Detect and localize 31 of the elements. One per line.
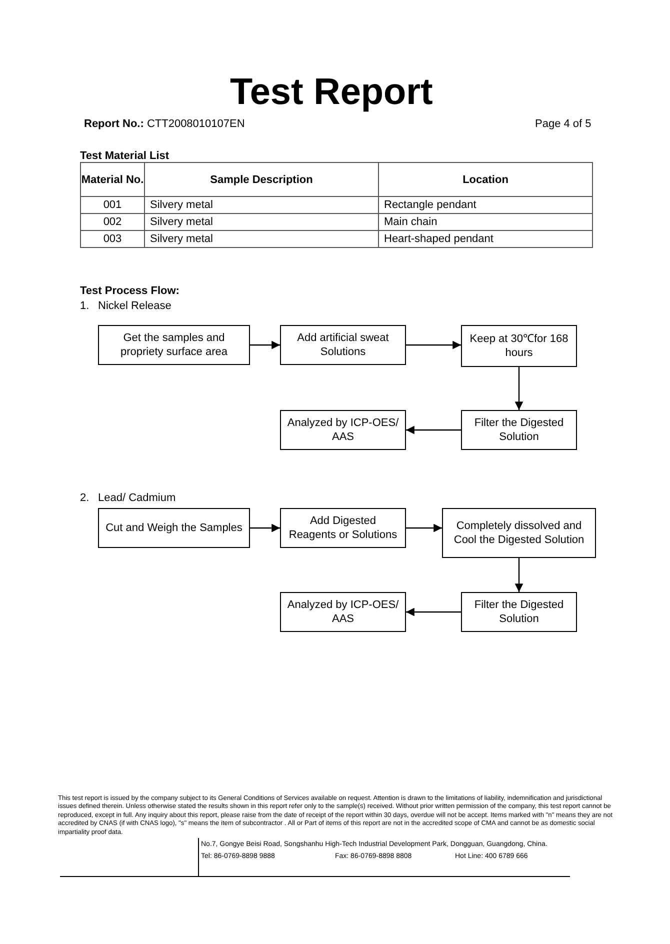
column-header: Material No. (80, 162, 145, 197)
process-box: Completely dissolved and Cool the Digested Solution (442, 508, 596, 558)
text-label: Test Material List (80, 149, 170, 164)
table-cell: Heart-shaped pendant (378, 230, 593, 248)
arrow (514, 558, 524, 592)
arrow (406, 340, 461, 350)
arrow (514, 367, 524, 410)
arrow (406, 608, 461, 616)
column-header: Location (378, 162, 593, 197)
process-box: Analyzed by ICP-OES/ AAS (280, 592, 406, 632)
title: Test Report (230, 70, 433, 114)
table-cell: 003 (80, 230, 145, 248)
text-label: Test Process Flow: (80, 284, 180, 299)
process-box: Add Digested Reagents or Solutions (280, 508, 406, 548)
list-number: 1. (80, 299, 90, 314)
process-box: Get the samples and propriety surface area (98, 325, 250, 365)
text-label: Nickel Release (98, 299, 172, 314)
arrow (406, 524, 442, 532)
list-number: 2. (80, 491, 90, 506)
text-label: Report No.: CTT2008010107EN (84, 117, 245, 132)
process-box: Filter the Digested Solution (461, 410, 577, 450)
process-box: Keep at 30℃for 168 hours (461, 325, 577, 367)
text-label: Page 4 of 5 (535, 117, 592, 132)
arrow (250, 524, 280, 532)
process-box: Filter the Digested Solution (461, 592, 577, 632)
process-box: Add artificial sweat Solutions (280, 325, 406, 365)
process-box: Analyzed by ICP-OES/ AAS (280, 410, 406, 450)
arrow (250, 340, 280, 350)
arrow (406, 426, 461, 434)
text-label: Lead/ Cadmium (98, 491, 176, 506)
process-box: Cut and Weigh the Samples (98, 508, 250, 548)
